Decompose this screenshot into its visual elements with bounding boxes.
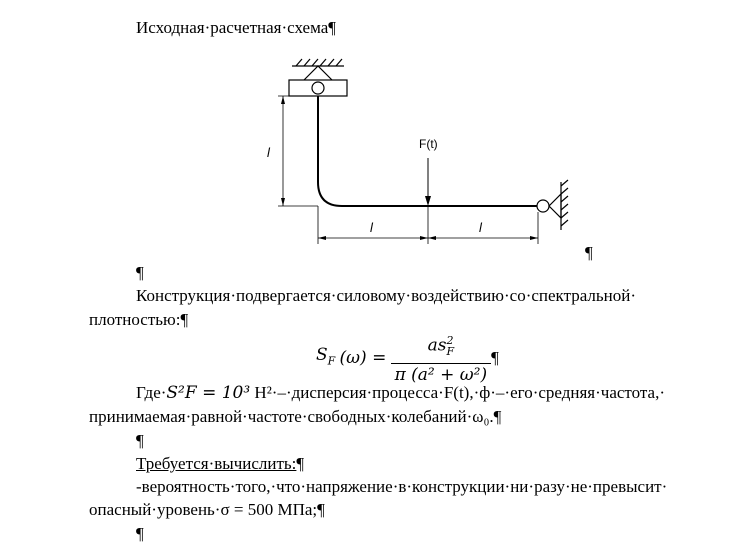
vertical-length-label: l	[267, 145, 271, 160]
horizontal-length-label-1: l	[370, 220, 374, 235]
paragraph-2-line-2: принимаемая·равной·частоте·свободных·кол…	[89, 407, 502, 426]
required-heading: Требуется·вычислить:¶	[136, 454, 305, 473]
item-1-line-1: -вероятность·того,·что·напряжение·в·конс…	[136, 477, 668, 496]
formula-fraction: as2F π (a² + ω²)	[390, 330, 492, 386]
top-support-triangle	[303, 65, 333, 81]
paragraph-2-line-1: Где·S²F = 10³ Н²·–·дисперсия·процесса·F(…	[136, 383, 665, 403]
paragraph-1-line-1: Конструкция·подвергается·силовому·воздей…	[136, 286, 636, 305]
horizontal-length-label-2: l	[479, 220, 483, 235]
empty-paragraph-2: ¶	[136, 431, 144, 450]
frame-member	[317, 96, 538, 207]
force-label: F(t)	[419, 137, 438, 151]
top-hinge	[311, 81, 325, 95]
right-support-triangle	[548, 192, 562, 220]
item-1-line-2: опасный·уровень·σ = 500 МПа;¶	[89, 500, 325, 519]
right-hinge	[536, 199, 550, 213]
empty-paragraph-1: ¶	[136, 263, 144, 282]
paragraph-1-line-2: плотностью:¶	[89, 310, 189, 329]
diagram-pilcrow: ¶	[585, 243, 593, 262]
empty-paragraph-3: ¶	[136, 524, 144, 543]
scheme-heading: Исходная·расчетная·схема¶	[136, 18, 336, 37]
spectral-density-formula: SF (ω) = as2F π (a² + ω²) ¶	[316, 330, 499, 386]
